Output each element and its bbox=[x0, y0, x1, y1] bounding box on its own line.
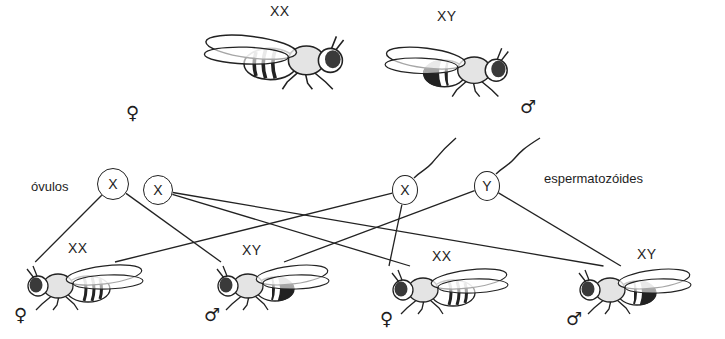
sex-symbol: ♂ bbox=[204, 306, 220, 324]
chromosome-label: XX bbox=[430, 248, 454, 264]
chromosome-label: XY bbox=[240, 242, 264, 258]
inheritance-line bbox=[499, 193, 621, 266]
gamete-caption: espermatozóides bbox=[543, 171, 644, 186]
gamete-letter: X bbox=[153, 182, 162, 198]
chromosome-label: XX bbox=[66, 240, 90, 256]
female-fly bbox=[204, 31, 343, 89]
inheritance-line bbox=[172, 194, 410, 266]
gamete-letter: Y bbox=[482, 178, 491, 194]
inheritance-line bbox=[126, 193, 221, 262]
inheritance-line bbox=[389, 205, 402, 266]
sperm-tail bbox=[414, 138, 456, 178]
gamete-caption: óvulos bbox=[30, 179, 70, 194]
chromosome-label: XY bbox=[635, 246, 659, 262]
sperm-head: X bbox=[392, 175, 418, 205]
sex-symbol: ♂ bbox=[566, 310, 582, 328]
offspring-fly: XY♂ bbox=[560, 266, 705, 332]
ovum-cell: X bbox=[97, 168, 129, 200]
male-fly bbox=[385, 43, 508, 96]
offspring-fly: XY♂ bbox=[200, 262, 340, 328]
sex-symbol: ♂ bbox=[520, 98, 536, 116]
offspring-fly: XX♀ bbox=[10, 262, 150, 328]
inheritance-line bbox=[173, 193, 604, 267]
parent-fly: XY♂ bbox=[385, 36, 535, 116]
sex-symbol: ♀ bbox=[14, 306, 27, 324]
offspring-fly: XX♀ bbox=[375, 266, 515, 332]
gamete-letter: X bbox=[400, 182, 409, 198]
chromosome-label: XY bbox=[435, 8, 459, 24]
sperm-tail bbox=[496, 138, 540, 174]
chromosome-label: XX bbox=[268, 3, 292, 19]
female-fly bbox=[27, 261, 143, 310]
sperm-head: Y bbox=[474, 171, 500, 201]
sex-symbol: ♀ bbox=[126, 104, 139, 122]
parent-fly: XX♀ bbox=[120, 26, 352, 126]
female-fly bbox=[392, 265, 508, 314]
ovum-cell: X bbox=[143, 175, 173, 205]
male-fly bbox=[579, 266, 691, 314]
gamete-letter: X bbox=[108, 176, 117, 192]
male-fly bbox=[217, 262, 329, 310]
inheritance-line bbox=[35, 195, 102, 262]
sex-symbol: ♀ bbox=[380, 310, 393, 328]
